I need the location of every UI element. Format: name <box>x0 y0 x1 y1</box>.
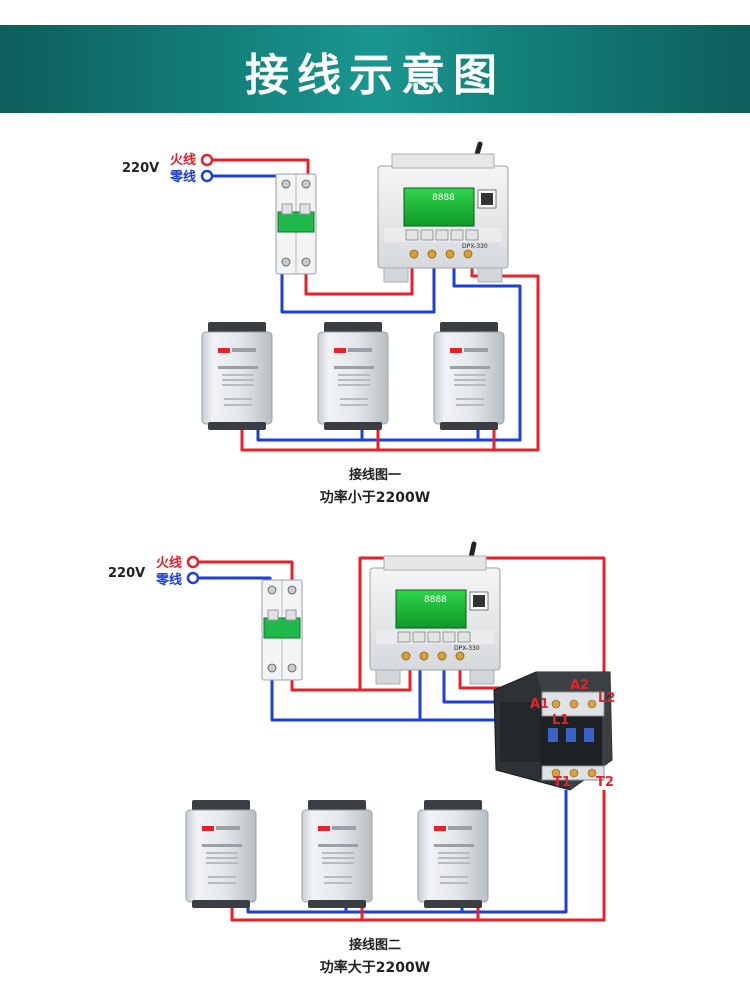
terminal-t2-label: T2 <box>596 775 614 790</box>
live-input-wire <box>198 560 294 588</box>
power-supply-3 <box>417 799 489 909</box>
contactor-t2-to-psu-wire <box>230 790 606 922</box>
terminal-l1-label: L1 <box>552 713 569 728</box>
diagram-2-caption-power: 功率大于2200W <box>320 959 430 976</box>
ac-contactor <box>493 671 613 791</box>
voltage-label: 220V <box>122 161 159 176</box>
page-title: 接线示意图 <box>245 50 505 101</box>
power-supply-3 <box>433 321 505 431</box>
neutral-breaker-to-controller-wire <box>270 666 422 722</box>
terminal-l2-label: L2 <box>598 691 615 706</box>
power-supply-2 <box>317 321 389 431</box>
live-terminal-icon <box>200 153 214 167</box>
neutral-wire-label: 零线 <box>169 169 196 185</box>
neutral-input-wire <box>212 174 286 186</box>
neutral-terminal-icon <box>200 169 214 183</box>
circuit-breaker <box>261 579 303 681</box>
live-breaker-to-controller-wire <box>304 262 414 296</box>
live-controller-to-psu-wire <box>240 262 540 452</box>
neutral-wire-label: 零线 <box>155 572 182 588</box>
wiring-diagram-2: 220V 火线 零线 8888 DPX-330 <box>108 541 615 976</box>
controller-display: 8888 <box>432 193 455 203</box>
live-wire-label: 火线 <box>170 152 196 168</box>
power-supply-1 <box>201 321 273 431</box>
terminal-a2-label: A2 <box>570 678 589 693</box>
controller-model-label: DPX-330 <box>454 645 480 652</box>
neutral-controller-to-psu-wire <box>256 262 522 442</box>
controller-device <box>369 555 501 685</box>
live-terminal-icon <box>186 555 200 569</box>
live-breaker-to-controller-wire <box>290 666 412 692</box>
terminal-a1-label: A1 <box>530 697 549 712</box>
voltage-label: 220V <box>108 566 145 581</box>
diagram-1-caption-title: 接线图一 <box>349 467 401 483</box>
neutral-terminal-icon <box>186 571 200 585</box>
live-wire-label: 火线 <box>156 555 182 571</box>
controller-device <box>377 153 509 283</box>
controller-display: 8888 <box>424 595 447 605</box>
power-supply-1 <box>185 799 257 909</box>
neutral-breaker-to-controller-wire <box>280 262 436 314</box>
diagram-1-caption-power: 功率小于2200W <box>320 489 430 506</box>
power-supply-2 <box>301 799 373 909</box>
diagram-2-caption-title: 接线图二 <box>349 937 401 953</box>
title-banner: 接线示意图 <box>0 25 750 113</box>
contactor-t1-to-psu-wire <box>246 790 568 914</box>
wiring-diagram-1: 220V 火线 零线 8888 DPX-330 接线图一 功率小于2200W <box>122 141 540 506</box>
controller-model-label: DPX-330 <box>462 243 488 250</box>
circuit-breaker <box>275 173 317 275</box>
neutral-input-wire <box>198 576 272 588</box>
terminal-t1-label: T1 <box>553 775 571 790</box>
